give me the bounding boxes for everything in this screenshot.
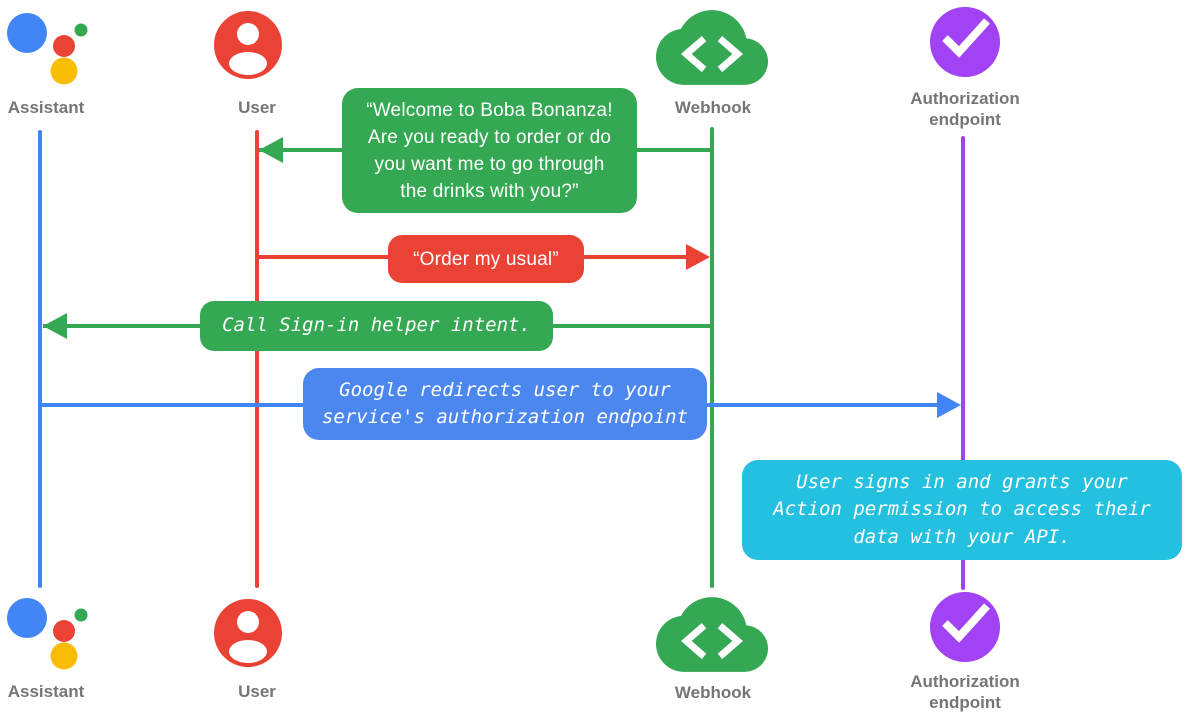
auth-endpoint-label-top: Authorization endpoint	[910, 89, 1020, 129]
webhook-label-top: Webhook	[674, 98, 752, 117]
order-message-bubble: “Order my usual”	[388, 235, 584, 283]
user-icon	[214, 599, 282, 672]
arrowhead-left-icon	[259, 137, 283, 163]
webhook-icon	[656, 10, 768, 90]
signin-note-bubble: User signs in and grants your Action per…	[742, 460, 1182, 560]
authorization-endpoint-icon	[930, 7, 1000, 82]
welcome-message-bubble: “Welcome to Boba Bonanza! Are you ready …	[342, 88, 637, 213]
assistant-lifeline	[38, 130, 42, 588]
user-icon	[214, 11, 282, 84]
authorization-endpoint-icon	[930, 592, 1000, 667]
user-label-bottom: User	[238, 682, 276, 701]
arrowhead-right-icon	[686, 244, 710, 270]
signin-helper-bubble: Call Sign-in helper intent.	[200, 301, 553, 351]
assistant-icon	[3, 8, 91, 93]
auth-endpoint-lifeline	[961, 136, 965, 590]
assistant-label-bottom: Assistant	[7, 682, 85, 701]
user-lifeline	[255, 130, 259, 588]
auth-endpoint-label-bottom: Authorization endpoint	[910, 672, 1020, 712]
arrowhead-right-icon	[937, 392, 961, 418]
assistant-icon	[3, 593, 91, 678]
redirect-bubble: Google redirects user to your service's …	[303, 368, 707, 440]
arrowhead-left-icon	[43, 313, 67, 339]
user-label-top: User	[238, 98, 276, 117]
webhook-icon	[656, 597, 768, 677]
webhook-lifeline	[710, 127, 714, 588]
webhook-label-bottom: Webhook	[674, 683, 752, 702]
assistant-label-top: Assistant	[7, 98, 85, 117]
